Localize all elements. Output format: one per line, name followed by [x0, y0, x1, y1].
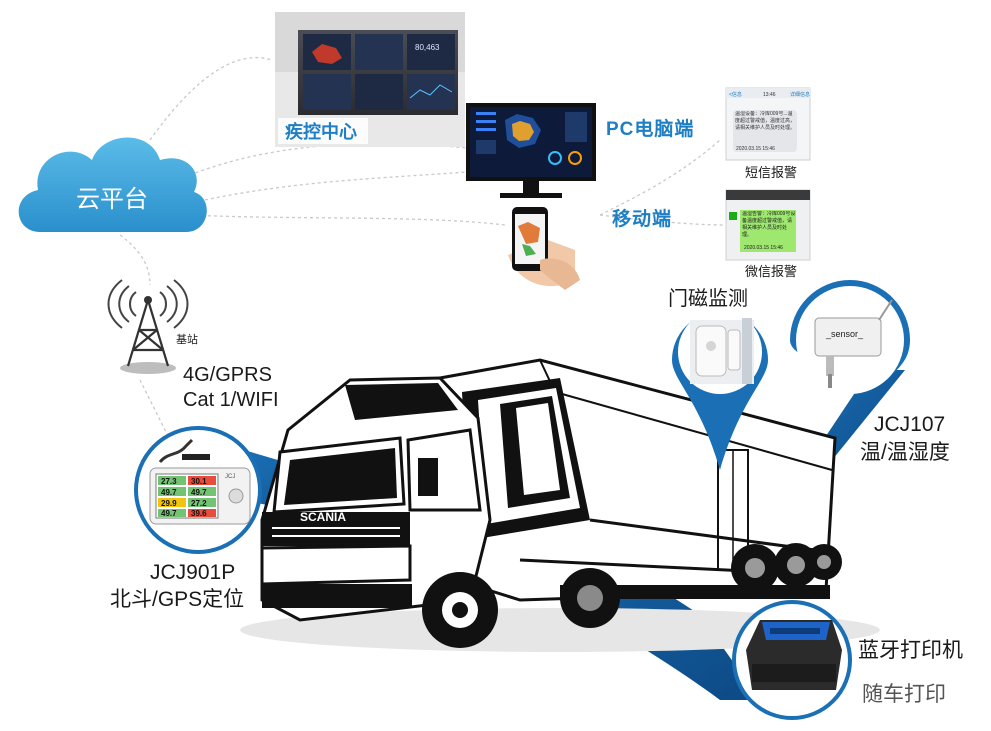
gps-reading-5: 29.9 [161, 499, 177, 508]
gps-reading-4: 49.7 [191, 488, 207, 497]
wechat-timestamp: 2020.03.15 15:46 [744, 245, 783, 251]
gps-reading-6: 27.2 [191, 499, 207, 508]
watermark: 随车打印 [862, 683, 946, 706]
temp-sensor-device-text: _sensor_ [825, 329, 864, 339]
pc-monitor [466, 103, 596, 198]
gps-device-line-2: 北斗/GPS定位 [110, 588, 244, 611]
gps-brand: JCJ [225, 474, 235, 480]
temp-sensor-line-1: JCJ107 [874, 413, 945, 436]
base-station-label: 基站 [176, 332, 198, 346]
sms-alarm-label: 短信报警 [745, 165, 797, 180]
temp-sensor-line-2: 温/温湿度 [860, 441, 950, 464]
sms-header-left: <信息 [729, 91, 742, 98]
wechat-body: 温湿告警：冷库009号设备温度超过警戒值，请相关维护人员及时处理。 [742, 211, 796, 238]
gps-reading-2: 30.1 [191, 477, 207, 486]
temp-sensor-callout: _sensor_ [790, 280, 910, 394]
sms-timestamp: 2020.03.15 15:46 [736, 146, 775, 152]
cloud-icon [18, 137, 207, 232]
network-line-2: Cat 1/WIFI [183, 389, 279, 411]
printer-callout [732, 600, 852, 720]
printer-label: 蓝牙打印机 [858, 639, 963, 662]
mobile-phone [508, 207, 580, 290]
wechat-alarm-label: 微信报警 [745, 264, 797, 279]
gps-reading-7: 49.7 [161, 509, 177, 518]
gps-device-callout: 27.3 30.1 49.7 49.7 29.9 27.2 49.7 39.6 … [134, 426, 262, 554]
cloud-platform: 云平台 [18, 137, 207, 232]
gps-readings: 27.3 30.1 49.7 49.7 29.9 27.2 49.7 39.6 [158, 476, 216, 518]
pc-label: PC电脑端 [606, 117, 694, 140]
sms-body: 温湿设备：冷库009号...温度超过警戒值，温度过高，请相关维护人员及时处理。 [735, 111, 796, 131]
sms-header-right: 详细信息 [790, 91, 810, 98]
mobile-label: 移动端 [612, 207, 672, 230]
gps-reading-8: 39.6 [191, 509, 207, 518]
door-sensor-callout [672, 310, 768, 470]
door-sensor-label: 门磁监测 [668, 287, 748, 310]
wechat-alarm-screenshot: 温湿告警：冷库009号设备温度超过警戒值，请相关维护人员及时处理。 2020.0… [725, 189, 811, 261]
base-station [107, 279, 189, 374]
control-center: 80,463 83 疾控中心 [275, 12, 465, 147]
cloud-label: 云平台 [76, 186, 148, 213]
control-center-label: 疾控中心 [285, 121, 357, 142]
sms-time: 13:46 [763, 92, 776, 98]
control-center-screen-value: 80,463 [415, 43, 440, 52]
truck-brand: SCANIA [300, 510, 346, 524]
sms-alarm-screenshot: <信息 13:46 详细信息 温湿设备：冷库009号...温度超过警戒值，温度过… [725, 87, 811, 161]
gps-device-line-1: JCJ901P [150, 561, 235, 584]
network-line-1: 4G/GPRS [183, 364, 272, 386]
gps-reading-3: 49.7 [161, 488, 177, 497]
gps-reading-1: 27.3 [161, 477, 177, 486]
